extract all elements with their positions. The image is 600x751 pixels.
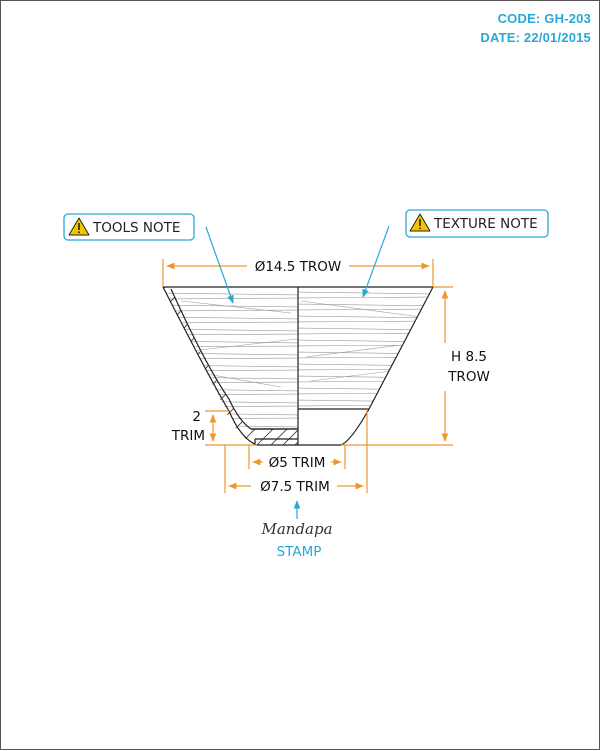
height-value-label: H 8.5 (451, 349, 487, 365)
trim-value-label: 2 (192, 409, 201, 425)
height-unit-label: TROW (447, 369, 490, 385)
warning-icon (68, 217, 90, 236)
dimension-top-diameter: Ø14.5 TROW (162, 259, 434, 287)
dimension-inner-base: Ø5 TRIM (248, 445, 346, 471)
drawing-date: DATE: 22/01/2015 (480, 30, 591, 45)
drawing-code: CODE: GH-203 (497, 11, 591, 26)
texture-note-label: TEXTURE NOTE (433, 216, 538, 232)
trim-unit-label: TRIM (171, 428, 205, 444)
tools-note-label: TOOLS NOTE (92, 220, 180, 236)
stamp-callout: Mandapa STAMP (260, 500, 333, 560)
tools-note-callout: TOOLS NOTE (63, 213, 234, 304)
texture-note-callout: TEXTURE NOTE (362, 209, 549, 298)
outer-base-label: Ø7.5 TRIM (260, 479, 330, 495)
bowl-outline (162, 286, 434, 446)
tools-note-box (63, 213, 195, 241)
top-diameter-label: Ø14.5 TROW (255, 259, 342, 275)
section-hatching (163, 287, 298, 445)
dimension-trim-height: 2 TRIM (171, 409, 257, 446)
stamp-logo: Mandapa (260, 520, 332, 538)
warning-icon (409, 213, 431, 232)
stamp-label: STAMP (277, 544, 322, 560)
inner-base-label: Ø5 TRIM (269, 455, 326, 471)
texture-note-box (405, 209, 549, 238)
wood-grain-right (298, 291, 433, 407)
dimension-outer-base: Ø7.5 TRIM (224, 409, 368, 495)
dimension-height: H 8.5 TROW (341, 286, 490, 446)
